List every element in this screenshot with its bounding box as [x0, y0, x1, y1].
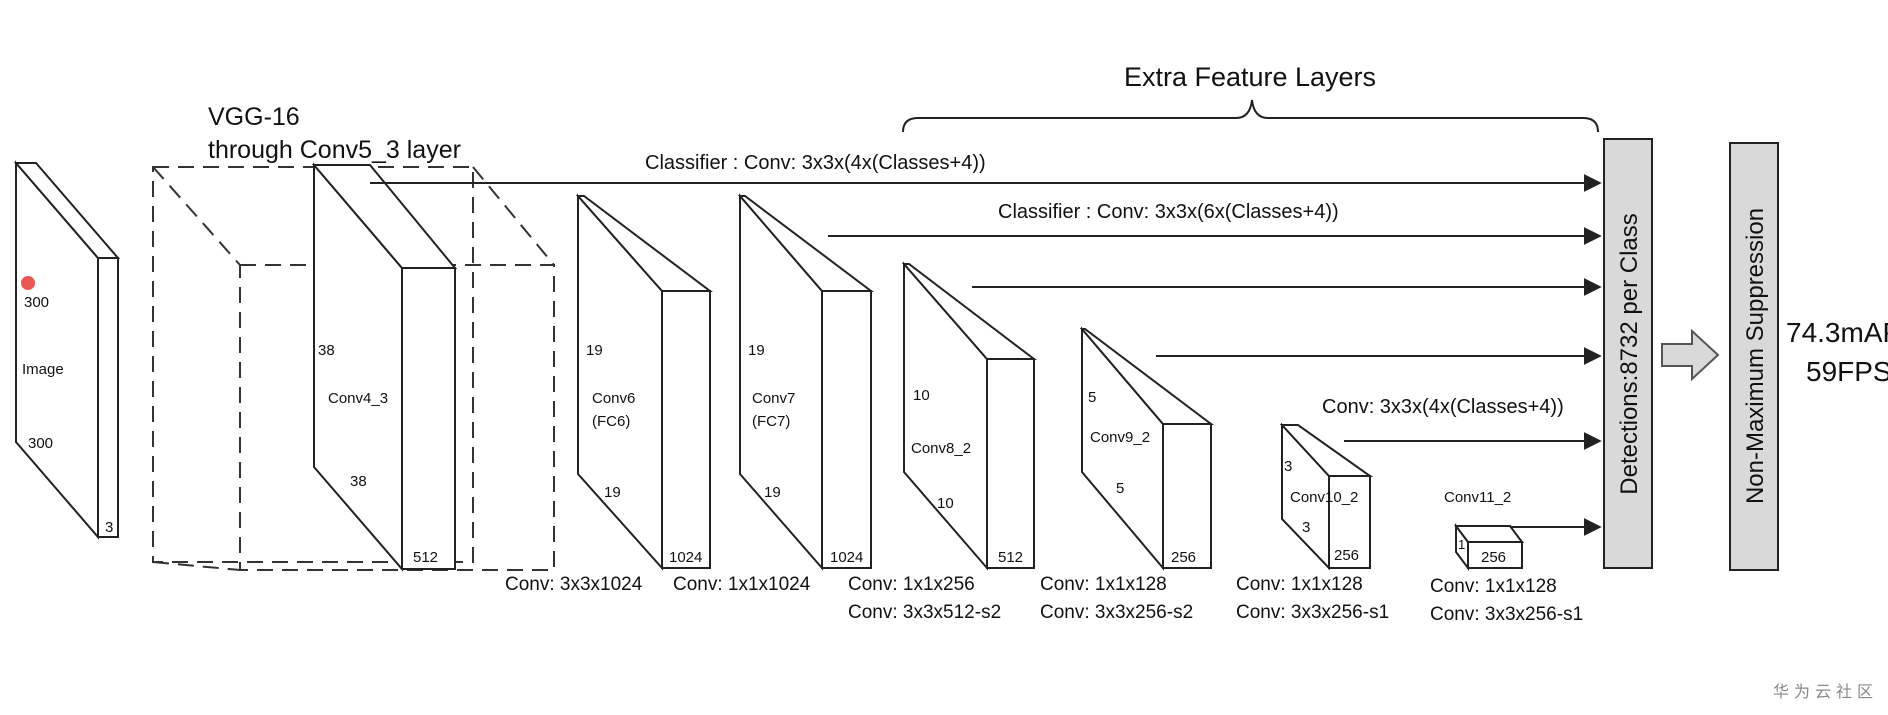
conv6-sub: (FC6)	[592, 413, 630, 430]
conv6-depth: 1024	[669, 549, 702, 566]
conv4-3-width: 38	[350, 473, 367, 490]
conv8-op-label-1: Conv: 1x1x256	[848, 574, 975, 595]
classifier-label-2: Classifier : Conv: 3x3x(6x(Classes+4))	[998, 201, 1339, 223]
classifier-arrows	[370, 174, 1602, 536]
conv11-2-name: Conv11_2	[1444, 489, 1511, 506]
input-image-block: 300 Image 300 3	[13, 160, 121, 540]
conv10-2-block: 3 Conv10_2 3 256	[1279, 422, 1374, 571]
result-map: 74.3mAP	[1786, 317, 1888, 348]
image-name-label: Image	[22, 361, 64, 378]
conv6-block: 19 Conv6 (FC6) 19 1024	[575, 193, 713, 571]
conv9-2-depth: 256	[1171, 549, 1196, 566]
nms-block-arrow-icon	[1661, 328, 1720, 382]
extra-feature-brace	[902, 99, 1599, 133]
conv10-2-width: 3	[1302, 519, 1310, 536]
conv11-op-label-2: Conv: 3x3x256-s1	[1430, 604, 1583, 625]
conv8-2-block: 10 Conv8_2 10 512	[901, 261, 1037, 571]
conv8-2-height: 10	[913, 387, 930, 404]
detections-box: Detections:8732 per Class	[1603, 138, 1653, 569]
conv10-2-height: 3	[1284, 458, 1292, 475]
conv6-name: Conv6	[592, 390, 635, 407]
conv7-sub: (FC7)	[752, 413, 790, 430]
image-width-label: 300	[28, 435, 53, 452]
conv10-2-name: Conv10_2	[1290, 489, 1358, 506]
conv11-op-label-1: Conv: 1x1x128	[1430, 576, 1557, 597]
conv9-op-label-2: Conv: 3x3x256-s2	[1040, 602, 1193, 623]
conv11-2-block: 1 256	[1454, 523, 1524, 571]
classifier-label-3: Conv: 3x3x(4x(Classes+4))	[1322, 396, 1564, 418]
conv9-2-name: Conv9_2	[1090, 429, 1150, 446]
conv9-2-block: 5 Conv9_2 5 256	[1079, 326, 1214, 571]
conv11-2-height: 1	[1458, 537, 1465, 552]
conv7-name: Conv7	[752, 390, 795, 407]
vgg-label-line1: VGG-16	[208, 103, 300, 131]
cursor-marker-icon	[21, 276, 35, 290]
conv9-op-label-1: Conv: 1x1x128	[1040, 574, 1167, 595]
conv9-2-height: 5	[1088, 389, 1096, 406]
conv7-depth: 1024	[830, 549, 863, 566]
conv4-3-depth: 512	[413, 549, 438, 566]
conv7-height: 19	[748, 342, 765, 359]
conv8-2-width: 10	[937, 495, 954, 512]
conv8-op-label-2: Conv: 3x3x512-s2	[848, 602, 1001, 623]
conv10-op-label-1: Conv: 1x1x128	[1236, 574, 1363, 595]
nms-box: Non-Maximum Suppression	[1729, 142, 1779, 571]
detections-label: Detections:8732 per Class	[1616, 213, 1643, 494]
conv6-op-label: Conv: 3x3x1024	[505, 574, 643, 595]
nms-label: Non-Maximum Suppression	[1742, 208, 1769, 504]
classifier-label-1: Classifier : Conv: 3x3x(4x(Classes+4))	[645, 152, 986, 174]
result-fps: 59FPS	[1806, 356, 1888, 387]
conv11-2-depth: 256	[1481, 549, 1506, 566]
watermark: 华为云社区	[1773, 682, 1878, 701]
conv9-2-width: 5	[1116, 480, 1124, 497]
conv8-2-depth: 512	[998, 549, 1023, 566]
conv6-width: 19	[604, 484, 621, 501]
conv10-op-label-2: Conv: 3x3x256-s1	[1236, 602, 1389, 623]
conv4-3-height: 38	[318, 342, 335, 359]
image-height-label: 300	[24, 294, 49, 311]
conv10-2-depth: 256	[1334, 547, 1359, 564]
conv6-height: 19	[586, 342, 603, 359]
conv7-block: 19 Conv7 (FC7) 19 1024	[737, 193, 874, 571]
conv7-op-label: Conv: 1x1x1024	[673, 574, 811, 595]
conv8-2-name: Conv8_2	[911, 440, 971, 457]
image-depth-label: 3	[105, 519, 113, 536]
conv7-width: 19	[764, 484, 781, 501]
extra-feature-layers-title: Extra Feature Layers	[1124, 62, 1376, 92]
conv4-3-block: 38 Conv4_3 38 512	[311, 162, 458, 572]
vgg-label-line2: through Conv5_3 layer	[208, 136, 461, 164]
conv4-3-name: Conv4_3	[328, 390, 388, 407]
